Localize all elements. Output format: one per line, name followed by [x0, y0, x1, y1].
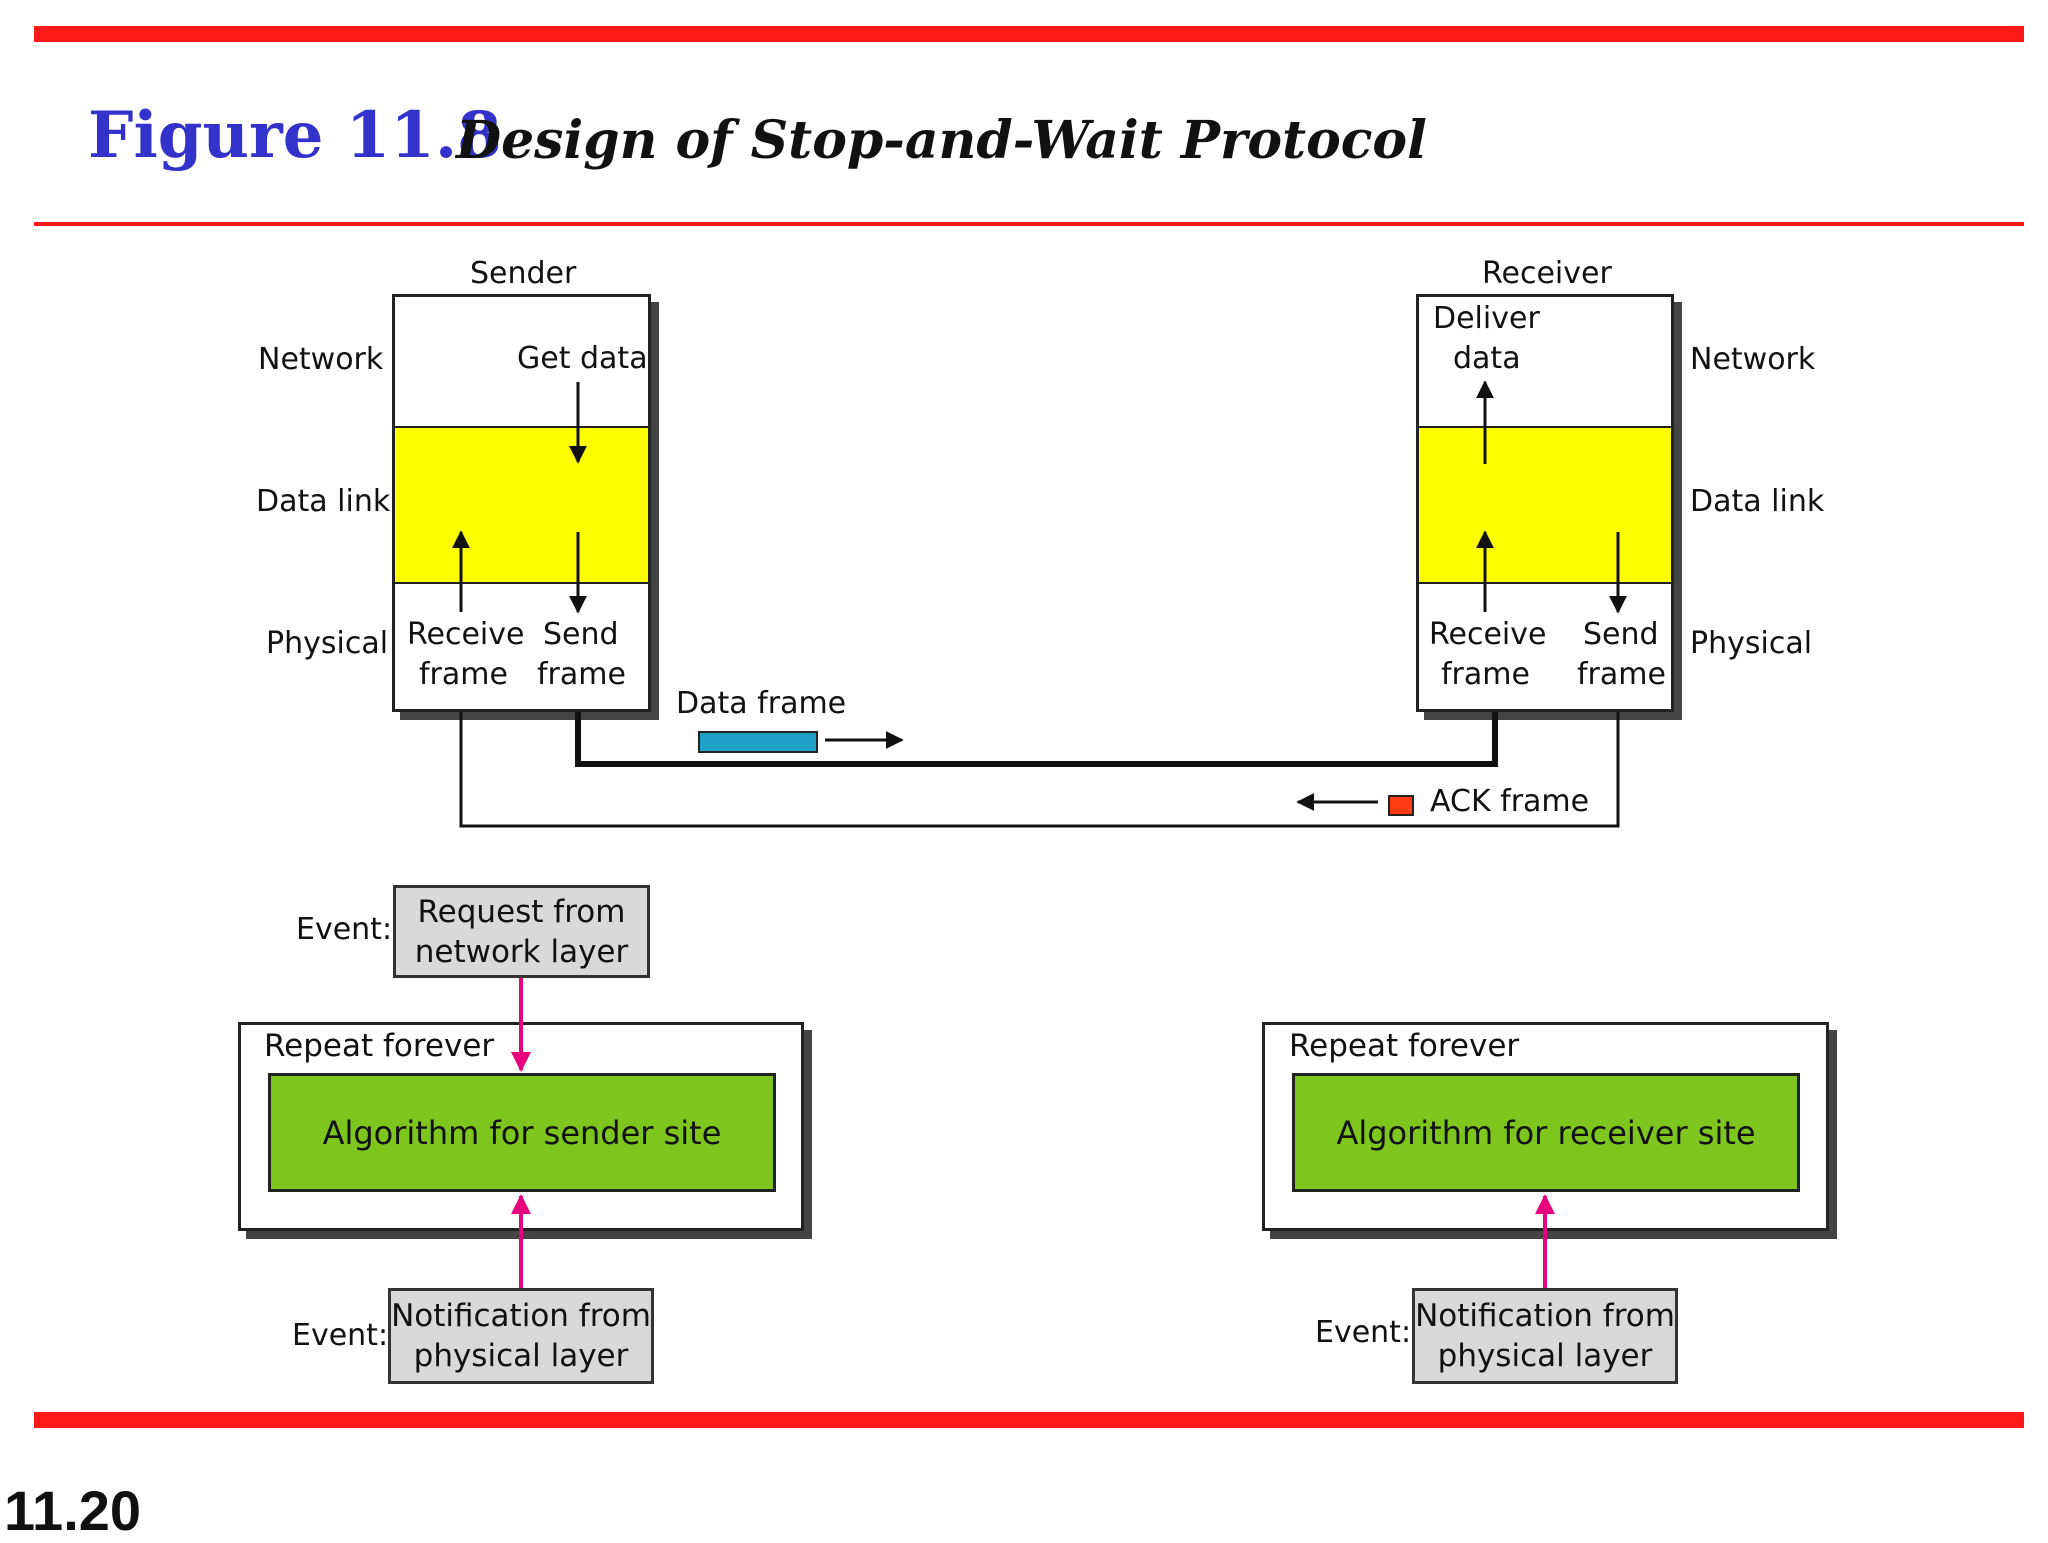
sender-get-data-label: Get data [517, 341, 648, 376]
receiver-event-bottom-label: Event: [1315, 1315, 1412, 1350]
figure-title: Design of Stop-and-Wait Protocol [456, 110, 1427, 171]
ack-frame-label: ACK frame [1430, 784, 1590, 819]
slide-number: 11.20 [4, 1479, 142, 1542]
sender-event-notification-line2: physical layer [413, 1338, 629, 1374]
sender-datalink-label: Data link [256, 484, 391, 519]
sender-protocol-stack: Get data Receive frame Send frame [392, 294, 651, 712]
sender-event-notification-box: Notification from physical layer [388, 1288, 654, 1384]
receiver-deliver-data-line2: data [1453, 341, 1521, 376]
sender-title: Sender [470, 256, 577, 291]
sender-send-frame-line2: frame [537, 657, 626, 692]
sender-event-bottom-label: Event: [292, 1318, 389, 1353]
receiver-datalink-layer [1419, 426, 1671, 584]
receiver-physical-label: Physical [1690, 626, 1813, 661]
receiver-protocol-stack: Deliver data Receive frame Send frame [1416, 294, 1674, 712]
receiver-network-label: Network [1690, 342, 1816, 377]
data-frame-icon [698, 731, 818, 753]
receiver-send-frame-line1: Send [1583, 617, 1659, 652]
receiver-event-notification-line2: physical layer [1437, 1338, 1653, 1374]
receiver-receive-frame-line2: frame [1441, 657, 1530, 692]
data-frame-label: Data frame [676, 686, 847, 721]
sender-event-request-line2: network layer [414, 933, 629, 970]
sender-send-frame-line1: Send [543, 617, 619, 652]
sender-event-request-line1: Request from [417, 893, 626, 930]
sender-receive-frame-line2: frame [419, 657, 508, 692]
sender-receive-frame-line1: Receive [407, 617, 525, 652]
receiver-deliver-data-line1: Deliver [1433, 301, 1540, 336]
receiver-event-notification-line1: Notification from [1415, 1298, 1675, 1334]
receiver-title: Receiver [1482, 256, 1612, 291]
ack-frame-icon [1388, 795, 1414, 816]
sender-physical-label: Physical [266, 626, 389, 661]
sender-repeat-label: Repeat forever [264, 1028, 495, 1064]
sender-event-top-label: Event: [296, 912, 393, 947]
sender-event-notification-line1: Notification from [391, 1298, 651, 1334]
bottom-rule [34, 1412, 2024, 1428]
sender-event-request-box: Request from network layer [393, 885, 650, 978]
figure-number: Figure 11.8 [88, 98, 502, 173]
receiver-repeat-label: Repeat forever [1289, 1028, 1520, 1064]
receiver-send-frame-line2: frame [1577, 657, 1666, 692]
top-rule [34, 26, 2024, 42]
receiver-event-notification-box: Notification from physical layer [1412, 1288, 1678, 1384]
receiver-receive-frame-line1: Receive [1429, 617, 1547, 652]
sender-algorithm-box: Algorithm for sender site [268, 1073, 776, 1192]
sender-network-label: Network [258, 342, 384, 377]
title-underline-rule [34, 222, 2024, 226]
receiver-algorithm-box: Algorithm for receiver site [1292, 1073, 1800, 1192]
sender-datalink-layer [395, 426, 648, 584]
receiver-datalink-label: Data link [1690, 484, 1825, 519]
